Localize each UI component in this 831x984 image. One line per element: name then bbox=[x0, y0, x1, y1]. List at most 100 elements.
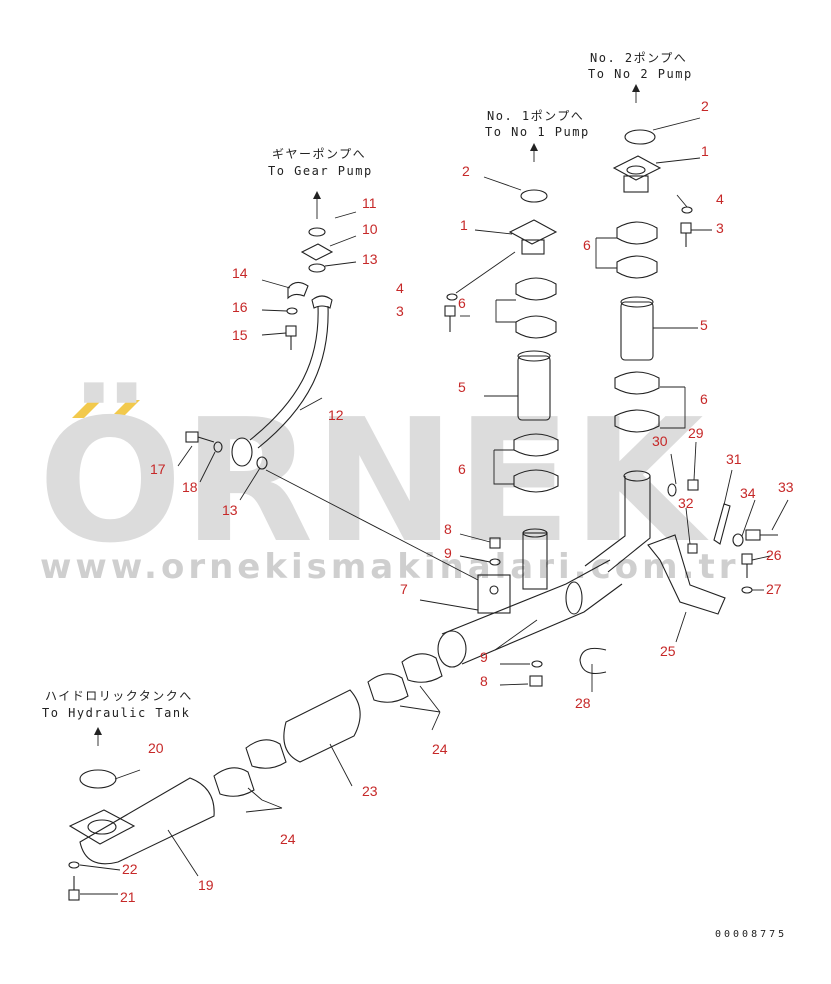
part-number: 10 bbox=[362, 221, 378, 237]
assembly-line bbox=[265, 469, 479, 581]
o-ring bbox=[308, 227, 326, 237]
part-number: 23 bbox=[362, 783, 378, 799]
part-number: 6 bbox=[583, 237, 591, 253]
part-number: 17 bbox=[150, 461, 166, 477]
flange-neck bbox=[521, 239, 545, 255]
part-number: 6 bbox=[458, 295, 466, 311]
washer bbox=[667, 483, 677, 497]
part-number: 18 bbox=[182, 479, 198, 495]
hose-clamp bbox=[513, 433, 559, 457]
dest-no1-pump: No. 1ポンプへ To No 1 Pump bbox=[485, 109, 590, 162]
o-ring bbox=[624, 129, 656, 145]
hose-clamp bbox=[614, 371, 660, 395]
part-number: 22 bbox=[122, 861, 138, 877]
part-number: 11 bbox=[362, 195, 377, 211]
part-number: 5 bbox=[458, 379, 466, 395]
watermark-brand: ÖRNEK bbox=[38, 382, 709, 581]
bolt-shank bbox=[197, 436, 215, 443]
hose-clamp bbox=[367, 673, 409, 703]
part-number: 8 bbox=[480, 673, 488, 689]
right-hardware bbox=[489, 479, 778, 687]
watermark-accent bbox=[110, 400, 140, 418]
washer bbox=[741, 586, 753, 594]
nut bbox=[687, 479, 699, 491]
part-number: 33 bbox=[778, 479, 794, 495]
part-number: 15 bbox=[232, 327, 248, 343]
part-number: 28 bbox=[575, 695, 591, 711]
part-number: 1 bbox=[701, 143, 709, 159]
part-number: 3 bbox=[396, 303, 404, 319]
flange bbox=[68, 809, 136, 845]
part-number: 9 bbox=[444, 545, 452, 561]
arrow-head-icon bbox=[632, 84, 640, 92]
drawing-code: 00008775 bbox=[715, 929, 787, 940]
part-number: 13 bbox=[362, 251, 378, 267]
hose bbox=[620, 301, 654, 361]
pipe-riser bbox=[522, 532, 548, 590]
part-number: 27 bbox=[766, 581, 782, 597]
washer bbox=[446, 293, 458, 301]
hose bbox=[517, 355, 551, 421]
washer bbox=[732, 533, 744, 547]
part-number: 24 bbox=[280, 831, 296, 847]
part-number: 6 bbox=[458, 461, 466, 477]
part-number: 34 bbox=[740, 485, 756, 501]
bolt-head bbox=[745, 529, 761, 541]
u-bolt bbox=[579, 647, 607, 675]
bolt-head bbox=[741, 553, 753, 565]
dest-no1-jp: No. 1ポンプへ bbox=[487, 109, 584, 123]
manifold-pipe bbox=[437, 534, 726, 675]
part-number: 25 bbox=[660, 643, 676, 659]
elbow-pipe bbox=[584, 476, 651, 573]
o-ring bbox=[256, 456, 268, 470]
part-labels: 2 1 4 3 6 5 6 2 1 4 3 6 5 6 11 10 13 14 … bbox=[120, 98, 794, 905]
part-number: 5 bbox=[700, 317, 708, 333]
part-number: 30 bbox=[652, 433, 668, 449]
gear-pump-hose bbox=[185, 227, 479, 581]
no2-pump-branch bbox=[584, 129, 693, 573]
part-number: 32 bbox=[678, 495, 694, 511]
part-number: 9 bbox=[480, 649, 488, 665]
dest-no2-en: To No 2 Pump bbox=[588, 67, 693, 81]
bolt-head bbox=[444, 305, 456, 317]
part-number: 29 bbox=[688, 425, 704, 441]
part-number: 8 bbox=[444, 521, 452, 537]
strap bbox=[713, 503, 731, 545]
flex-hose bbox=[249, 305, 329, 449]
part-number: 7 bbox=[400, 581, 408, 597]
part-number: 31 bbox=[726, 451, 742, 467]
hose bbox=[283, 689, 361, 763]
washer bbox=[213, 441, 223, 453]
port-block bbox=[477, 574, 511, 614]
hose-clamp bbox=[515, 277, 557, 301]
bolt-head bbox=[285, 325, 297, 337]
part-number: 24 bbox=[432, 741, 448, 757]
part-number: 14 bbox=[232, 265, 248, 281]
dest-gear-pump: ギヤーポンプへ To Gear Pump bbox=[268, 147, 373, 219]
part-number: 26 bbox=[766, 547, 782, 563]
pipe-end bbox=[437, 630, 467, 668]
dest-gear-en: To Gear Pump bbox=[268, 164, 373, 178]
watermark-url: www.ornekismakinalari.com.tr bbox=[40, 547, 739, 587]
dest-tank-en: To Hydraulic Tank bbox=[42, 706, 190, 720]
dest-no1-en: To No 1 Pump bbox=[485, 125, 590, 139]
part-number: 20 bbox=[148, 740, 164, 756]
washer bbox=[68, 861, 80, 869]
leader-lines bbox=[79, 117, 789, 895]
o-ring bbox=[79, 769, 117, 789]
hose-clamp bbox=[616, 221, 658, 245]
hose-clamp bbox=[245, 739, 287, 769]
o-ring bbox=[308, 263, 326, 273]
part-number: 4 bbox=[716, 191, 724, 207]
watermark-accent bbox=[72, 400, 102, 418]
suction-line bbox=[68, 653, 443, 901]
part-number: 4 bbox=[396, 280, 404, 296]
hose-clamp bbox=[513, 469, 559, 493]
part-number: 6 bbox=[700, 391, 708, 407]
arrow-head-icon bbox=[94, 727, 102, 735]
bolt-head bbox=[680, 222, 692, 234]
part-number: 19 bbox=[198, 877, 214, 893]
part-number: 1 bbox=[460, 217, 468, 233]
split-flange bbox=[287, 281, 309, 300]
